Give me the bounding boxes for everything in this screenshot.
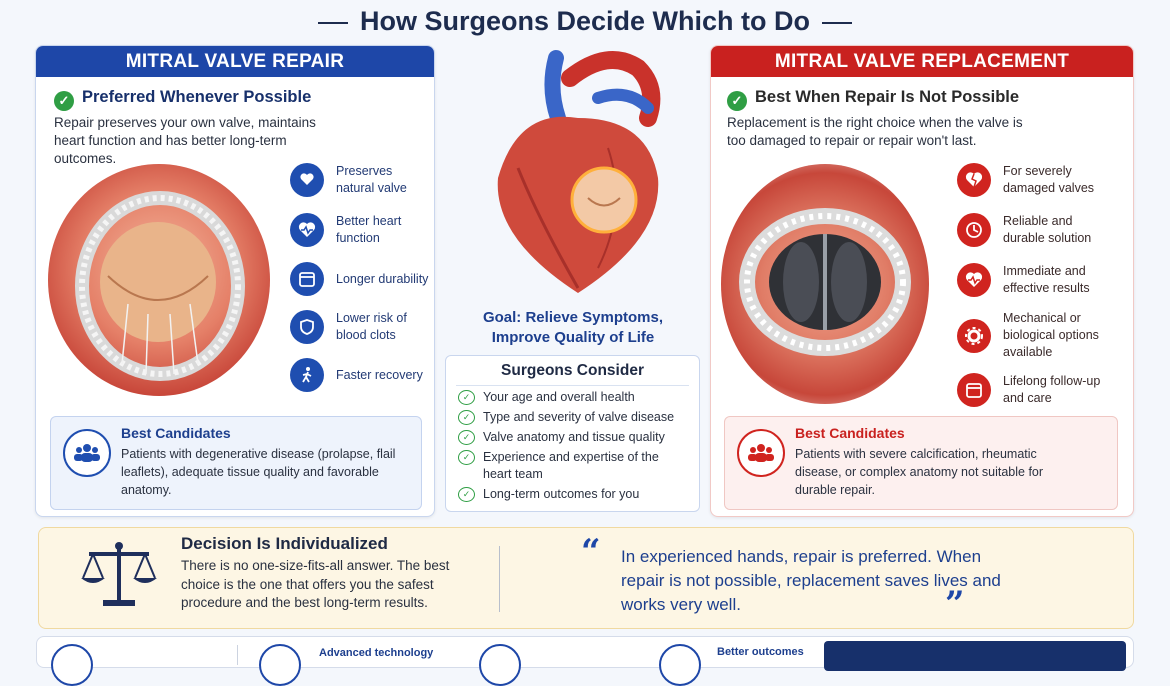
repair-candidates-title: Best Candidates xyxy=(121,425,231,441)
replacement-feature-5: Lifelong follow-up and care xyxy=(957,373,1123,407)
replacement-feature-2: Reliable and durable solution xyxy=(957,213,1113,247)
consider-item: ✓ Valve anatomy and tissue quality xyxy=(458,429,665,446)
gear-icon xyxy=(957,318,991,353)
broken-heart-icon xyxy=(957,163,991,197)
repair-header: MITRAL VALVE REPAIR xyxy=(36,46,434,77)
repair-feature-2: Better heart function xyxy=(290,213,416,247)
walking-person-icon xyxy=(290,358,324,392)
replacement-feature-label: Immediate and effective results xyxy=(1003,264,1090,295)
repair-feature-label: Faster recovery xyxy=(336,367,423,382)
people-group-icon xyxy=(63,429,111,477)
people-group-icon xyxy=(737,429,785,477)
page-title-text: How Surgeons Decide Which to Do xyxy=(359,6,811,36)
replacement-feature-4: Mechanical or biological options availab… xyxy=(957,310,1123,361)
replacement-valve-illustration xyxy=(721,164,929,404)
divider xyxy=(237,645,238,665)
repair-feature-label: Preserves natural valve xyxy=(336,164,407,195)
decision-quote: In experienced hands, repair is preferre… xyxy=(621,547,1001,614)
consider-item: ✓ Type and severity of valve disease xyxy=(458,409,674,426)
annuloplasty-ring-image xyxy=(75,191,245,381)
consider-item-text: Long-term outcomes for you xyxy=(483,487,640,501)
repair-valve-illustration xyxy=(48,164,270,396)
repair-feature-5: Faster recovery xyxy=(290,358,446,392)
repair-feature-label: Longer durability xyxy=(336,271,429,286)
call-to-action-banner xyxy=(824,641,1126,671)
replacement-candidates-title: Best Candidates xyxy=(795,425,905,441)
close-quote-icon: ” xyxy=(945,584,965,624)
heart-image xyxy=(497,50,661,293)
check-icon: ✓ xyxy=(458,450,475,465)
replacement-panel: MITRAL VALVE REPLACEMENT ✓ Best When Repa… xyxy=(710,45,1134,517)
consider-item-text: Valve anatomy and tissue quality xyxy=(483,430,665,444)
repair-candidates-box: Best Candidates Patients with degenerati… xyxy=(50,416,422,510)
check-icon: ✓ xyxy=(458,430,475,445)
replacement-preferred: ✓ Best When Repair Is Not Possible xyxy=(727,88,1019,111)
mechanical-valve-image xyxy=(739,208,911,356)
check-icon: ✓ xyxy=(458,390,475,405)
replacement-candidates-box: Best Candidates Patients with severe cal… xyxy=(724,416,1118,510)
replacement-feature-3: Immediate and effective results xyxy=(957,263,1113,297)
repair-feature-label: Better heart function xyxy=(336,214,402,245)
scale-icon xyxy=(79,540,159,615)
consider-item: ✓ Your age and overall health xyxy=(458,389,635,406)
repair-candidates-text: Patients with degenerative disease (prol… xyxy=(121,447,396,497)
heartbeat-icon xyxy=(957,263,991,297)
repair-feature-3: Longer durability xyxy=(290,262,446,296)
consider-item-text: Type and severity of valve disease xyxy=(483,410,675,424)
goal-text: Goal: Relieve Symptoms, Improve Quality … xyxy=(482,309,664,346)
decision-title: Decision Is Individualized xyxy=(181,534,388,553)
repair-feature-1: Preserves natural valve xyxy=(290,163,426,197)
check-icon: ✓ xyxy=(458,487,475,502)
replacement-feature-label: Mechanical or biological options availab… xyxy=(1003,311,1099,359)
benefit-icon xyxy=(259,644,301,686)
clock-icon xyxy=(957,213,991,247)
decision-box: Decision Is Individualized There is no o… xyxy=(38,527,1134,629)
benefit-icon xyxy=(51,644,93,686)
benefit-label: Better outcomes xyxy=(717,646,804,658)
replacement-description: Replacement is the right choice when the… xyxy=(727,115,1023,148)
consider-item: ✓ Experience and expertise of the heart t… xyxy=(458,449,668,483)
repair-preferred-text: Preferred Whenever Possible xyxy=(82,88,312,106)
decision-text: There is no one-size-fits-all answer. Th… xyxy=(181,558,450,610)
benefit-icon xyxy=(479,644,521,686)
check-icon: ✓ xyxy=(458,410,475,425)
repair-feature-label: Lower risk of blood clots xyxy=(336,311,407,342)
repair-panel: MITRAL VALVE REPAIR ✓ Preferred Whenever … xyxy=(35,45,435,517)
title-dash-left xyxy=(317,21,348,24)
divider xyxy=(499,546,500,612)
heartbeat-icon xyxy=(290,213,324,247)
replacement-candidates-text: Patients with severe calcification, rheu… xyxy=(795,447,1044,497)
calendar-icon xyxy=(957,373,991,407)
consider-item: ✓ Long-term outcomes for you xyxy=(458,486,639,503)
replacement-feature-label: Lifelong follow-up and care xyxy=(1003,374,1101,405)
surgeons-consider-box: Surgeons Consider ✓ Your age and overall … xyxy=(445,355,700,512)
heart-hands-icon xyxy=(290,163,324,197)
check-icon: ✓ xyxy=(54,91,74,111)
open-quote-icon: “ xyxy=(581,532,601,572)
replacement-feature-label: For severely damaged valves xyxy=(1003,164,1095,195)
bottom-benefits-strip: Advanced technology Better outcomes xyxy=(36,636,1134,686)
replacement-preferred-text: Best When Repair Is Not Possible xyxy=(755,88,1020,106)
shield-icon xyxy=(290,310,324,344)
surgeons-consider-title: Surgeons Consider xyxy=(501,362,644,379)
heart-illustration xyxy=(478,48,678,300)
benefit-icon xyxy=(659,644,701,686)
repair-feature-4: Lower risk of blood clots xyxy=(290,310,416,344)
page-title: How Surgeons Decide Which to Do xyxy=(0,6,1170,37)
benefit-label: Advanced technology xyxy=(319,647,434,659)
repair-preferred: ✓ Preferred Whenever Possible xyxy=(54,88,311,111)
divider xyxy=(456,385,689,386)
replacement-feature-1: For severely damaged valves xyxy=(957,163,1113,197)
replacement-header: MITRAL VALVE REPLACEMENT xyxy=(711,46,1133,77)
title-dash-right xyxy=(822,21,853,24)
calendar-icon xyxy=(290,262,324,296)
repair-description: Repair preserves your own valve, maintai… xyxy=(54,115,316,166)
replacement-feature-label: Reliable and durable solution xyxy=(1003,214,1092,245)
consider-item-text: Your age and overall health xyxy=(483,390,635,404)
check-icon: ✓ xyxy=(727,91,747,111)
consider-item-text: Experience and expertise of the heart te… xyxy=(483,450,659,481)
